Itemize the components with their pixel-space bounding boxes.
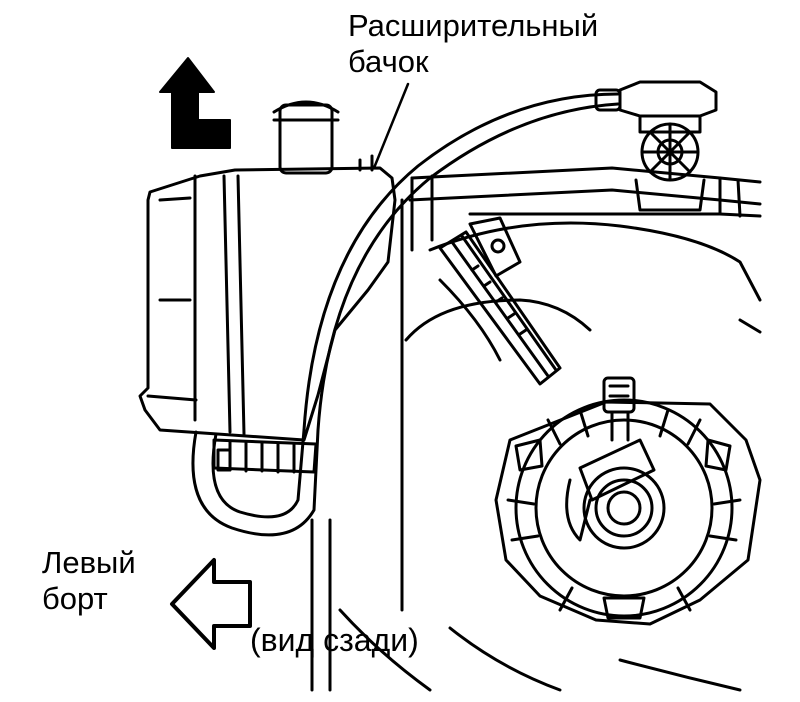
left-arrow-icon [170,558,252,650]
overflow-hose [191,92,620,537]
expansion-tank-label-line2: бачок [348,44,429,79]
fan-motor [494,376,762,626]
up-arrow-icon [159,57,231,149]
left-side-label-line2: борт [42,581,108,616]
tank-leader-line [372,82,410,170]
expansion-tank-label: Расширительный бачок [348,8,598,80]
radiator-top [310,166,762,692]
expansion-tank-label-line1: Расширительный [348,8,599,43]
expansion-tank [138,100,397,474]
wiring-bracket [438,216,562,386]
view-note-label: (вид сзади) [250,622,419,658]
radiator-cap [594,80,718,212]
left-side-label-line1: Левый [42,545,136,580]
left-side-label: Левый борт [42,545,136,617]
fan-blades [338,221,762,692]
